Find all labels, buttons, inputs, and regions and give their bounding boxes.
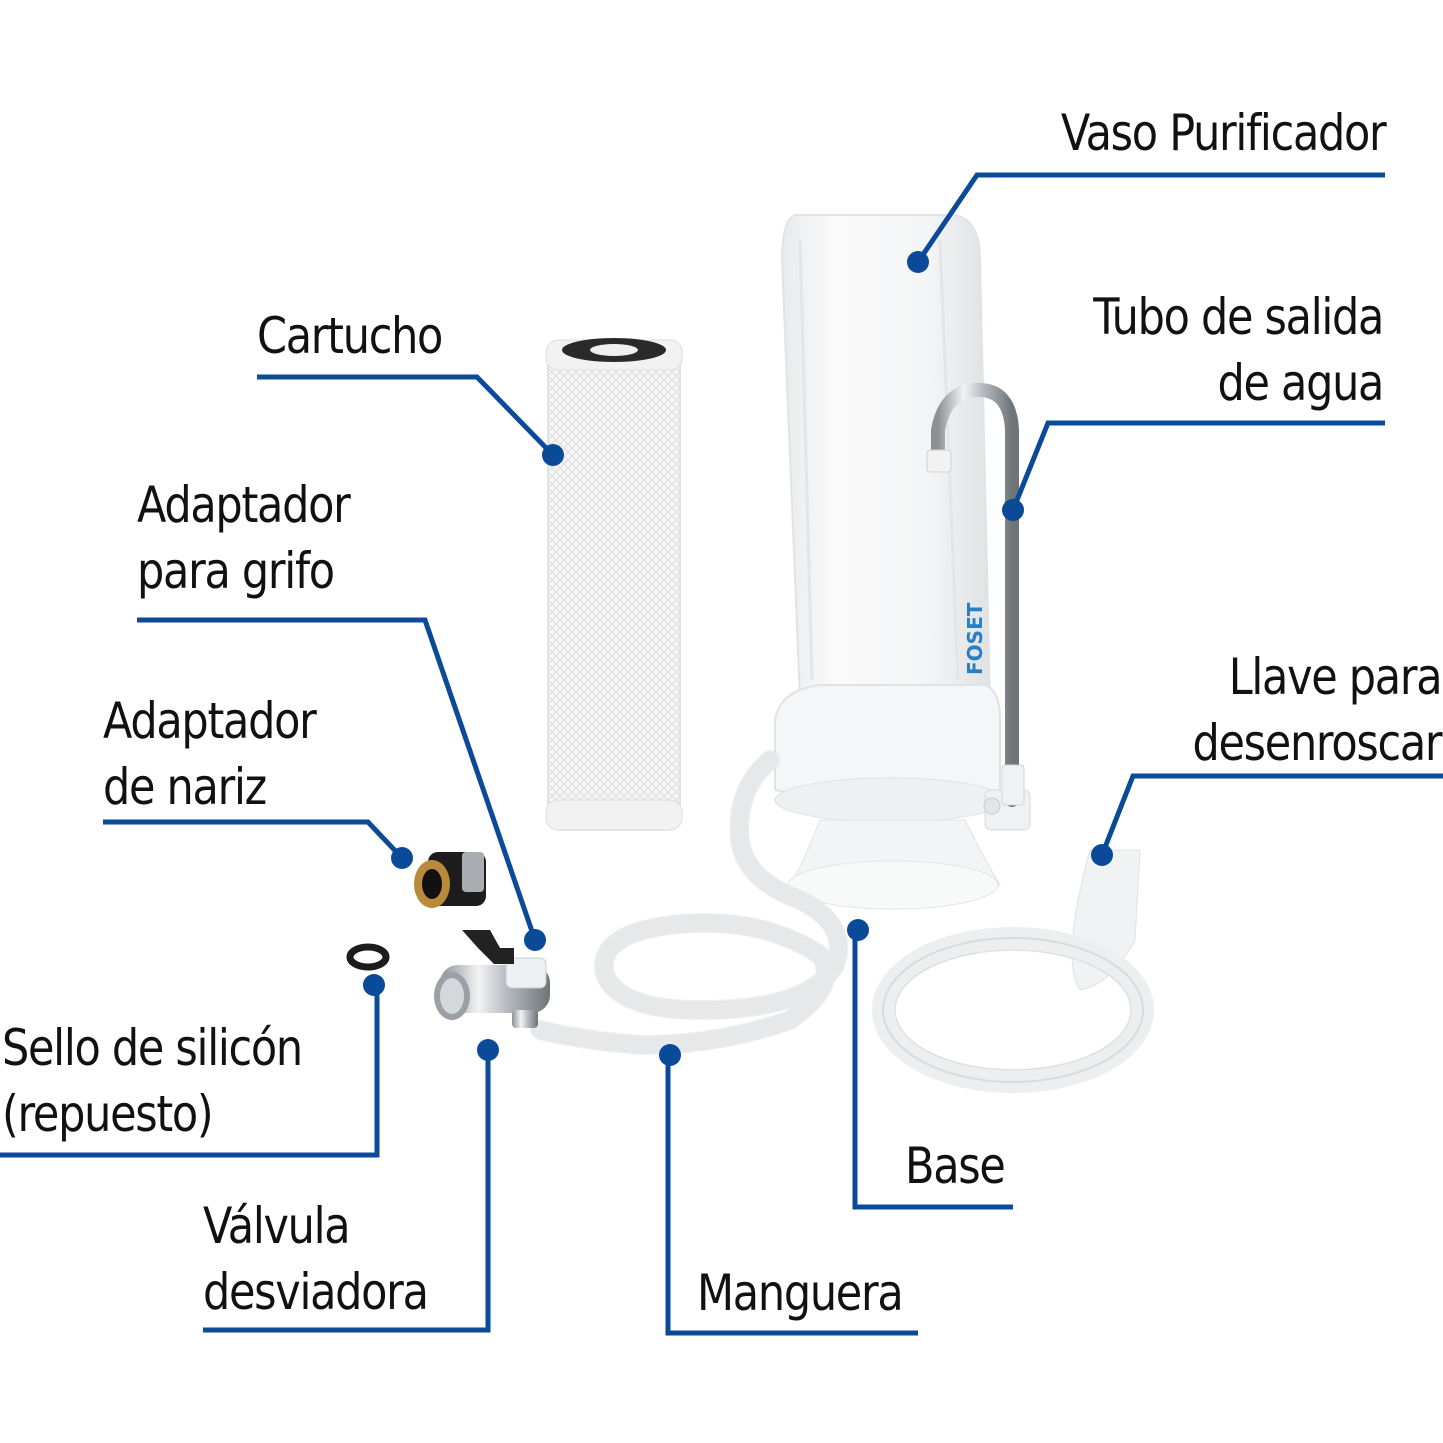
label-line: Tubo de salida xyxy=(1093,288,1384,346)
label-line: de nariz xyxy=(103,758,267,816)
label-adaptador-nariz: Adaptador de nariz xyxy=(103,688,317,820)
label-line: Manguera xyxy=(697,1264,904,1322)
dot-grifo xyxy=(524,929,546,951)
label-line: Sello de silicón xyxy=(2,1019,303,1077)
label-line: Llave para xyxy=(1228,648,1442,706)
leader-sello xyxy=(0,985,380,1158)
label-line: Adaptador xyxy=(137,476,351,534)
brand-logo: FOSET xyxy=(963,602,987,675)
dot-base xyxy=(847,919,869,941)
dot-sello xyxy=(363,974,385,996)
label-tubo-salida: Tubo de salida de agua xyxy=(1093,284,1384,416)
dot-tubo xyxy=(1002,499,1024,521)
label-cartucho: Cartucho xyxy=(257,303,443,369)
purifier-housing: FOSET xyxy=(774,214,1031,910)
label-vaso-purificador: Vaso Purificador xyxy=(1060,100,1386,166)
hose xyxy=(530,750,849,1056)
silicone-seal xyxy=(346,943,390,971)
label-line: para grifo xyxy=(137,542,335,600)
label-line: Base xyxy=(905,1137,1006,1195)
label-line: Cartucho xyxy=(257,307,443,365)
leader-base xyxy=(852,930,1013,1210)
dot-nariz xyxy=(391,847,413,869)
label-sello-silicon: Sello de silicón (repuesto) xyxy=(2,1015,303,1147)
leader-cartucho xyxy=(257,374,555,457)
diverter-valve xyxy=(434,930,550,1028)
leader-lines xyxy=(0,172,1443,1336)
wrench xyxy=(872,849,1154,1093)
dot-cartucho xyxy=(542,444,564,466)
leader-llave xyxy=(1099,773,1443,856)
label-valvula-desviadora: Válvula desviadora xyxy=(203,1193,429,1325)
leader-manguera xyxy=(665,1055,918,1336)
cartridge xyxy=(545,338,683,831)
label-base: Base xyxy=(905,1133,1006,1199)
label-llave-desenroscar: Llave para desenroscar xyxy=(1192,644,1442,776)
dot-valvula xyxy=(477,1039,499,1061)
label-line: desenroscar xyxy=(1192,714,1442,772)
leader-tubo xyxy=(1010,420,1385,511)
label-line: Vaso Purificador xyxy=(1060,104,1386,162)
leader-dots xyxy=(363,251,1113,1066)
label-line: Válvula xyxy=(203,1197,351,1255)
label-line: de agua xyxy=(1217,354,1384,412)
dot-llave xyxy=(1091,844,1113,866)
label-line: (repuesto) xyxy=(2,1085,214,1143)
nose-adapter xyxy=(414,852,486,908)
label-adaptador-grifo: Adaptador para grifo xyxy=(137,472,351,604)
dot-vaso xyxy=(907,251,929,273)
leader-grifo xyxy=(137,617,538,941)
dot-manguera xyxy=(659,1044,681,1066)
leader-nariz xyxy=(103,819,404,860)
label-line: Adaptador xyxy=(103,692,317,750)
label-line: desviadora xyxy=(203,1263,429,1321)
label-manguera: Manguera xyxy=(697,1260,904,1326)
leader-valvula xyxy=(203,1050,491,1333)
outlet-spout xyxy=(926,382,1025,807)
leader-vaso xyxy=(915,172,1385,264)
